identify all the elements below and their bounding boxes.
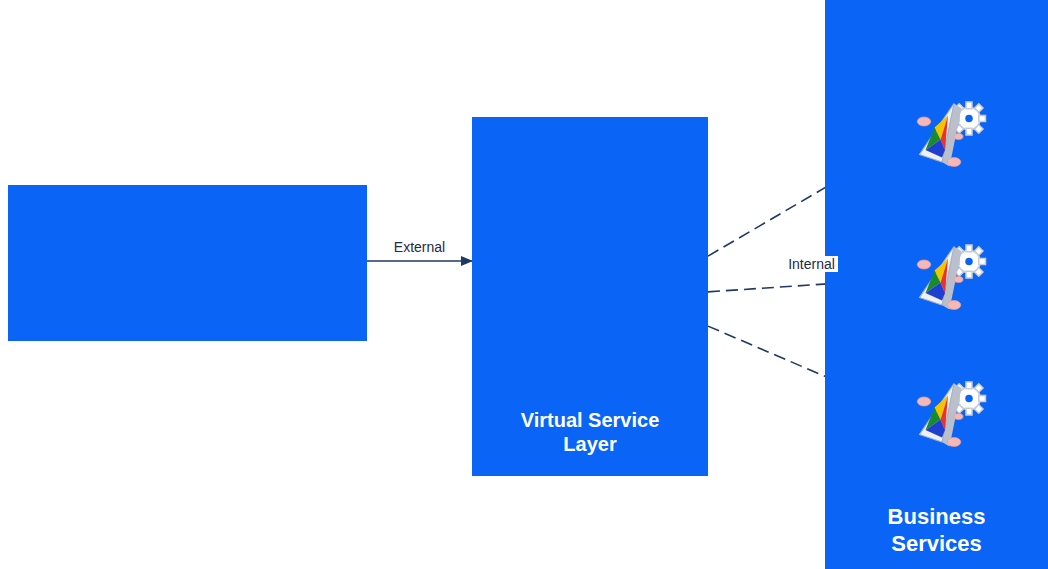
- box-title: Virtual Service Layer: [515, 408, 665, 456]
- client-panel: [8, 185, 367, 341]
- business-services-band: Business Services: [825, 0, 1048, 569]
- service-icon: [915, 95, 990, 175]
- solid-arrow: [367, 260, 472, 262]
- service-icon: [915, 375, 990, 455]
- edge-label: External: [391, 239, 448, 255]
- virtual-layer-box: Virtual Service Layer: [472, 117, 708, 476]
- service-icon: [915, 238, 990, 318]
- service-icon-art: [915, 95, 990, 175]
- service-icon-art: [915, 238, 990, 318]
- edge-label: Internal: [785, 256, 838, 272]
- service-icon-art: [915, 375, 990, 455]
- box-title: Business Services: [872, 504, 1002, 557]
